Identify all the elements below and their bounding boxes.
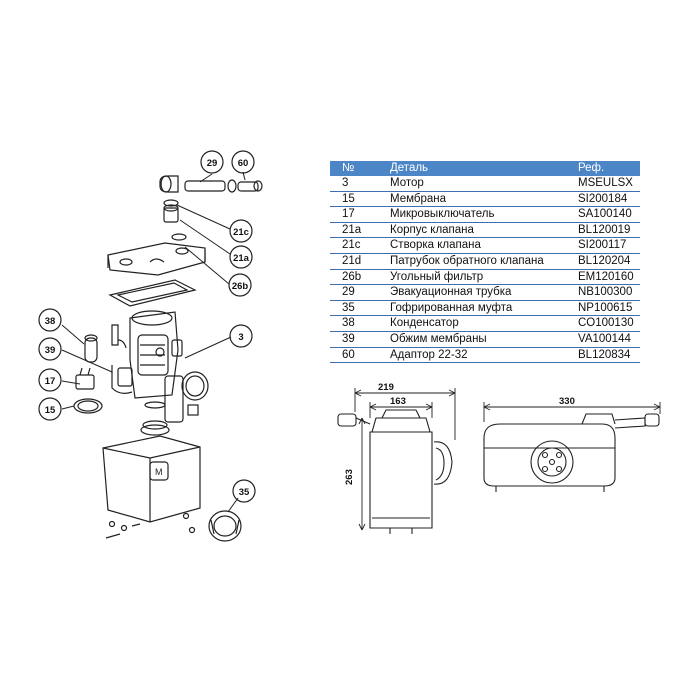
- row-part: Эвакуационная трубка: [390, 284, 578, 301]
- lid-drawing: [107, 242, 206, 276]
- row-part: Мотор: [390, 176, 578, 192]
- tank-body-drawing: M: [102, 435, 201, 539]
- row-num: 39: [330, 331, 390, 348]
- callout-29: 29: [200, 150, 224, 174]
- row-ref: MSEULSX: [578, 176, 640, 192]
- dimension-219: 219: [378, 382, 394, 393]
- capacitor-drawing: [84, 334, 98, 363]
- callout-15: 15: [38, 397, 62, 421]
- side-view-drawing: [337, 409, 453, 534]
- callout-60: 60: [231, 150, 255, 174]
- row-ref: NB100300: [578, 284, 640, 301]
- header-part: Деталь: [390, 161, 578, 176]
- row-num: 60: [330, 347, 390, 364]
- row-part: Мембрана: [390, 191, 578, 208]
- row-ref: SA100140: [578, 206, 640, 223]
- row-ref: CO100130: [578, 315, 640, 332]
- callout-17: 17: [38, 368, 62, 392]
- callouts: 29 60 21c 21a 26b 3: [38, 150, 256, 503]
- row-ref: NP100615: [578, 300, 640, 317]
- row-ref: SI200117: [578, 237, 640, 254]
- callout-29-label: 29: [207, 158, 218, 169]
- micro-switch-drawing: [75, 367, 95, 390]
- row-ref: BL120204: [578, 253, 640, 270]
- row-part: Микровыключатель: [390, 206, 578, 223]
- front-view-drawing: [483, 413, 660, 492]
- leader-lines: [61, 171, 246, 513]
- row-part: Адаптор 22-32: [390, 347, 578, 364]
- callout-21c-label: 21c: [233, 227, 249, 238]
- callout-38-label: 38: [45, 316, 56, 327]
- row-num: 26b: [330, 269, 390, 286]
- callout-21c: 21c: [229, 219, 253, 243]
- callout-38: 38: [38, 308, 62, 332]
- row-ref: VA100144: [578, 331, 640, 348]
- callout-21a-label: 21a: [233, 253, 250, 264]
- row-ref: BL120019: [578, 222, 640, 239]
- callout-35: 35: [232, 479, 256, 503]
- exploded-view-drawing: M: [38, 150, 263, 542]
- callout-35-label: 35: [239, 487, 250, 498]
- row-ref: BL120834: [578, 347, 640, 364]
- row-num: 21d: [330, 253, 390, 270]
- row-ref: SI200184: [578, 191, 640, 208]
- side-dimension-lines: [354, 388, 456, 531]
- row-ref: EM120160: [578, 269, 640, 286]
- motor-drawing: [111, 310, 209, 436]
- callout-39: 39: [38, 337, 62, 361]
- row-part: Корпус клапана: [390, 222, 578, 239]
- row-part: Гофрированная муфта: [390, 300, 578, 317]
- parts-table-header: № Деталь Реф.: [330, 161, 640, 176]
- row-num: 17: [330, 206, 390, 223]
- row-part: Створка клапана: [390, 237, 578, 254]
- callout-15-label: 15: [45, 405, 56, 416]
- callout-26b-label: 26b: [232, 281, 249, 292]
- callout-26b: 26b: [228, 273, 252, 297]
- row-num: 15: [330, 191, 390, 208]
- row-num: 21a: [330, 222, 390, 239]
- row-part: Конденсатор: [390, 315, 578, 332]
- row-part: Патрубок обратного клапана: [390, 253, 578, 270]
- callout-60-label: 60: [238, 158, 249, 169]
- row-part: Обжим мембраны: [390, 331, 578, 348]
- header-ref: Реф.: [578, 161, 640, 176]
- callout-21a: 21a: [229, 245, 253, 269]
- callout-17-label: 17: [45, 376, 56, 387]
- row-num: 38: [330, 315, 390, 332]
- dimension-163: 163: [390, 396, 406, 407]
- header-num: №: [330, 161, 390, 176]
- coupling-drawing: [208, 510, 242, 542]
- evacuation-pipe-drawing: [159, 175, 263, 193]
- row-num: 29: [330, 284, 390, 301]
- callout-39-label: 39: [45, 345, 56, 356]
- gasket-drawing: [108, 279, 197, 307]
- row-num: 21c: [330, 237, 390, 254]
- dimension-263: 263: [344, 469, 355, 485]
- front-dimension-lines: [483, 402, 661, 422]
- callout-3: 3: [229, 324, 253, 348]
- row-num: 3: [330, 176, 390, 192]
- dimension-330: 330: [559, 396, 575, 407]
- svg-text:M: M: [155, 467, 163, 477]
- row-num: 35: [330, 300, 390, 317]
- row-part: Угольный фильтр: [390, 269, 578, 286]
- valve-parts-drawing: [163, 199, 187, 241]
- callout-3-label: 3: [238, 332, 243, 343]
